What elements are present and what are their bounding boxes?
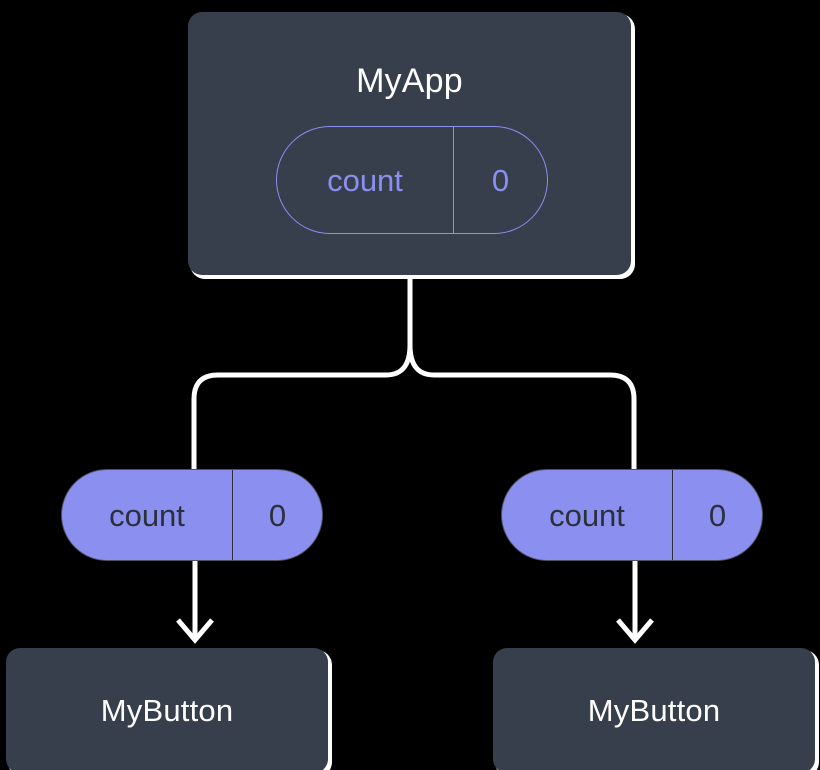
state-pill-key: count xyxy=(62,470,233,560)
component-title: MyApp xyxy=(356,62,463,100)
component-node-mybutton-left[interactable]: MyButton xyxy=(6,648,328,770)
arrow-head-left-icon xyxy=(176,618,214,644)
state-pill-branch-right-count[interactable]: count 0 xyxy=(501,469,763,561)
edge-branch-right xyxy=(407,344,637,470)
arrow-head-right-icon xyxy=(616,618,654,644)
state-pill-key: count xyxy=(502,470,673,560)
component-title: MyButton xyxy=(587,693,721,728)
state-pill-key: count xyxy=(277,127,454,233)
edge-branch-left xyxy=(191,344,413,470)
state-pill-value: 0 xyxy=(491,162,510,198)
state-pill-value: 0 xyxy=(708,497,727,533)
state-pill-branch-left-count[interactable]: count 0 xyxy=(61,469,323,561)
state-pill-value: 0 xyxy=(268,497,287,533)
component-node-mybutton-right[interactable]: MyButton xyxy=(493,648,815,770)
state-pill-myapp-count[interactable]: count 0 xyxy=(276,126,548,234)
component-title: MyButton xyxy=(100,693,234,728)
